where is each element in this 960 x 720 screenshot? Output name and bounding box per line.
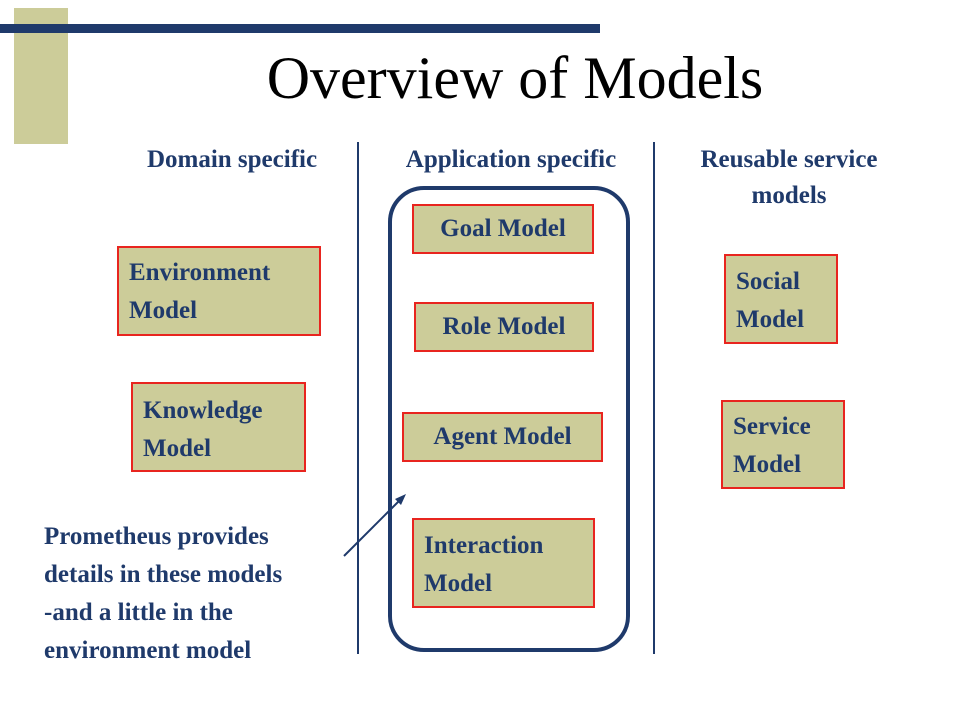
role-model-box: Role Model [414,302,594,352]
column-heading-reusable: Reusable service models [700,146,878,209]
application-models-group [388,186,630,652]
slide-title: Overview of Models [266,45,764,111]
agent-model-box: Agent Model [402,412,603,462]
social-model-box: Social Model [724,254,838,344]
knowledge-model-box: Knowledge Model [131,382,306,472]
divider-right [653,142,655,654]
column-heading-domain: Domain specific [146,146,318,173]
decor-bar [0,24,600,33]
interaction-model-box: Interaction Model [412,518,595,608]
decor-tick [0,24,14,33]
prometheus-note: Prometheus provides details in these mod… [44,523,283,664]
goal-model-box: Goal Model [412,204,594,254]
service-model-box: Service Model [721,400,845,489]
divider-left [357,142,359,654]
column-heading-application: Application specific [405,146,617,173]
environment-model-box: Environment Model [117,246,321,336]
